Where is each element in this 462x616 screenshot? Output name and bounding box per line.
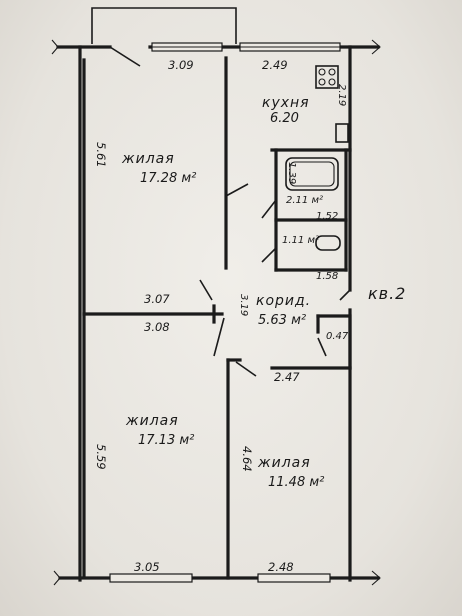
bathtub-inner <box>289 161 335 187</box>
room3-name: жилая <box>258 455 311 471</box>
dim-bottom-right: 2.48 <box>268 560 294 574</box>
hall-area: 5.63 м² <box>258 313 307 328</box>
apartment-label: кв.2 <box>368 284 407 303</box>
room2-name: жилая <box>126 413 179 429</box>
closet-walls <box>316 314 352 370</box>
dim-room3-top: 2.47 <box>274 370 300 384</box>
balcony <box>91 7 237 44</box>
wc-area: 1.11 м² <box>282 235 319 246</box>
break-mark-bottom-left <box>53 570 61 586</box>
dim-bath-width: 1.52 <box>316 211 339 222</box>
room3-door <box>213 317 225 357</box>
dim-top-right: 2.49 <box>262 58 288 72</box>
dim-wc-width: 1.58 <box>316 271 339 282</box>
room2-area: 17.13 м² <box>138 433 195 448</box>
break-mark-bottom-right <box>371 570 381 586</box>
closet-area: 0.47 <box>326 331 349 342</box>
dim-bottom-left: 3.05 <box>134 560 160 574</box>
wc-door <box>261 247 277 263</box>
kitchen-area: 6.20 <box>270 111 299 126</box>
dim-kitchen-side: 2.19 <box>336 84 347 107</box>
balcony-door <box>109 46 141 67</box>
kitchen-sink <box>335 123 349 143</box>
kitchen-name: кухня <box>262 95 310 111</box>
toilet <box>315 235 341 251</box>
bath-area: 2.11 м² <box>286 195 323 206</box>
entrance-door <box>339 289 351 301</box>
burner <box>328 78 336 86</box>
dim-corridor-side: 3.19 <box>238 294 249 317</box>
burner <box>318 78 326 86</box>
dim-left-lower: 5.59 <box>94 444 108 470</box>
room1-door <box>225 183 249 197</box>
room1-name: жилая <box>122 151 175 167</box>
room3-area: 11.48 м² <box>268 475 325 490</box>
dim-mid-upper: 3.07 <box>144 292 170 306</box>
dim-left-upper: 5.61 <box>94 142 108 168</box>
dim-bath-side: 1.39 <box>286 162 297 185</box>
dim-room3-side: 4.64 <box>240 446 254 472</box>
burner <box>318 68 326 76</box>
room1-area: 17.28 м² <box>140 171 197 186</box>
hall-name: корид. <box>256 293 312 309</box>
closet-door <box>317 337 327 357</box>
dim-top-left: 3.09 <box>168 58 194 72</box>
room3-entry-door <box>235 361 257 377</box>
bath-door <box>261 199 277 219</box>
break-mark-top-right <box>371 39 381 55</box>
break-mark-top-left <box>51 39 59 55</box>
room2-door <box>199 279 213 301</box>
window-bottom-left <box>109 573 193 583</box>
bathtub <box>285 157 339 191</box>
dim-mid-lower: 3.08 <box>144 320 170 334</box>
stove <box>315 65 339 89</box>
window-bottom-right <box>257 573 331 583</box>
burner <box>328 68 336 76</box>
